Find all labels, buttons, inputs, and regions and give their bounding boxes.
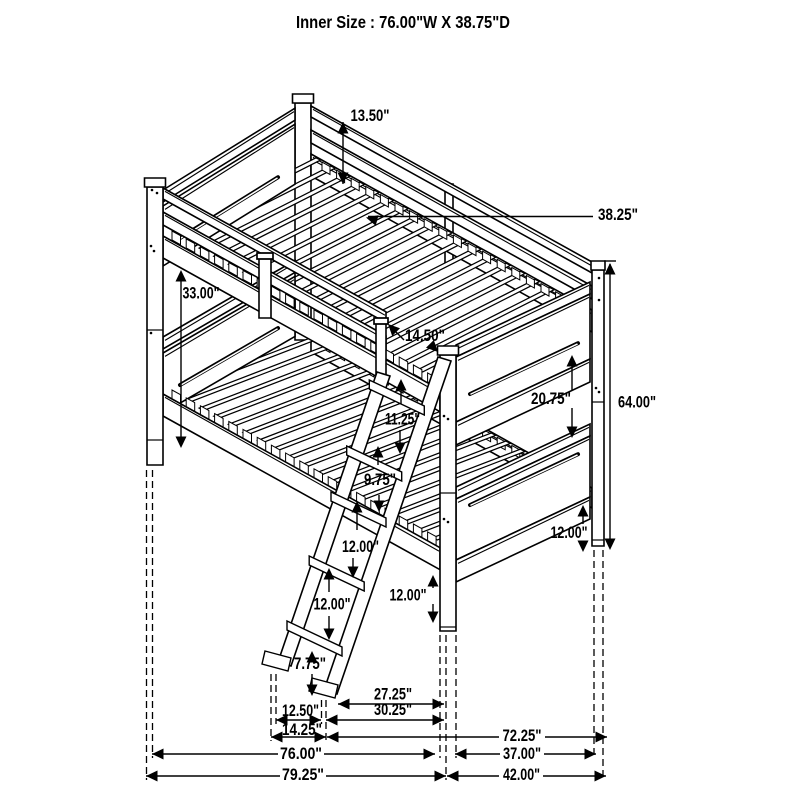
svg-text:42.00": 42.00"	[503, 766, 540, 784]
svg-text:76.00": 76.00"	[280, 745, 322, 763]
svg-text:13.50": 13.50"	[351, 107, 390, 125]
svg-text:37.00": 37.00"	[503, 745, 541, 763]
svg-text:9.75": 9.75"	[364, 471, 396, 489]
svg-text:72.25": 72.25"	[503, 727, 542, 745]
svg-text:38.25": 38.25"	[598, 206, 638, 224]
svg-text:12.00": 12.00"	[390, 587, 427, 605]
svg-text:20.75": 20.75"	[531, 390, 571, 408]
svg-text:12.50": 12.50"	[282, 702, 319, 720]
svg-text:79.25": 79.25"	[282, 766, 324, 784]
svg-text:7.75": 7.75"	[294, 655, 326, 673]
svg-text:12.00": 12.00"	[551, 524, 588, 542]
svg-text:Inner Size : 76.00"W X 38.75"D: Inner Size : 76.00"W X 38.75"D	[296, 12, 510, 32]
svg-text:14.50": 14.50"	[405, 327, 445, 345]
svg-text:12.00": 12.00"	[342, 538, 379, 556]
svg-text:64.00": 64.00"	[618, 394, 656, 412]
svg-text:14.25": 14.25"	[282, 721, 322, 739]
svg-text:30.25": 30.25"	[374, 701, 412, 719]
svg-text:12.00": 12.00"	[314, 596, 351, 614]
svg-text:33.00": 33.00"	[183, 285, 220, 303]
svg-text:27.25": 27.25"	[374, 686, 412, 704]
svg-text:11.25": 11.25"	[385, 411, 420, 429]
